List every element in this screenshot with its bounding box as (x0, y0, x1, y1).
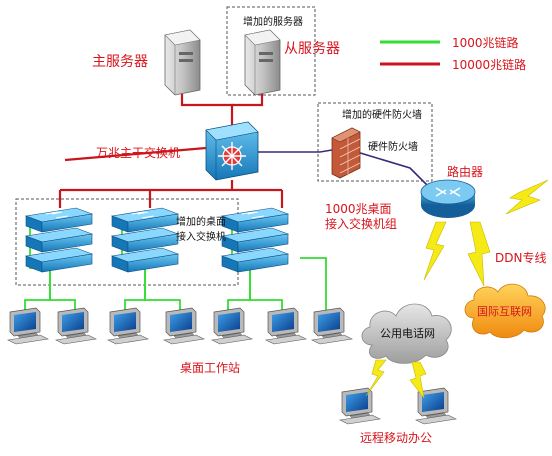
firewall-links (258, 149, 431, 189)
bolt-router-internet (467, 221, 491, 287)
link-firewall-router (356, 151, 431, 189)
added-server-label: 增加的服务器 (243, 15, 303, 28)
main-server-icon (164, 29, 201, 96)
link-slave-server-core (232, 90, 264, 107)
pstn-cloud-icon (361, 303, 452, 364)
access-switch-icon (220, 227, 290, 253)
added-access-switch-label-1: 增加的桌面 (176, 215, 226, 228)
link-ws5 (227, 268, 251, 310)
remote-workstation-icon (415, 387, 457, 425)
internet-cloud-icon (464, 283, 546, 339)
desktop-workstation-icon (311, 307, 353, 345)
slave-server-label: 从服务器 (284, 41, 340, 57)
legend-label-gig: 1000兆链路 (452, 35, 519, 50)
link-ws2 (49, 268, 76, 310)
legend-label-tengig: 10000兆链路 (452, 57, 526, 72)
added-access-switch-label-2: 接入交换机 (176, 230, 226, 243)
workstation-group (7, 307, 457, 425)
legend: 1000兆链路 10000兆链路 (380, 35, 526, 72)
link-ws4 (144, 268, 181, 310)
ddn-label: DDN专线 (495, 250, 546, 265)
bolt-pstn-remote1 (365, 359, 387, 397)
link-main-server-core (180, 90, 234, 126)
bolt-ddn (505, 179, 549, 215)
core-switch-icon (205, 121, 259, 181)
bolt-router-pstn (423, 221, 447, 281)
link-ws6 (249, 268, 283, 310)
remote-office-label: 远程移动办公 (360, 430, 432, 445)
core-label-leader (64, 146, 207, 162)
firewall-label: 硬件防火墙 (368, 140, 418, 153)
access-switch-icon (220, 207, 290, 233)
desktop-workstation-icon (107, 307, 149, 345)
access-switch-stacks (24, 207, 290, 273)
main-server-label: 主服务器 (92, 54, 148, 70)
lightning-bolts (365, 179, 549, 399)
access-switch-stack-1 (24, 207, 94, 273)
access-switch-icon (110, 227, 180, 253)
link-ws3 (124, 268, 146, 310)
internet-label: 国际互联网 (477, 305, 532, 318)
core-switch-label: 万兆主干交换机 (96, 145, 180, 160)
tengig-links (58, 90, 284, 208)
gig-access-label-1: 1000兆桌面 (325, 202, 392, 216)
access-switch-icon (24, 247, 94, 273)
desktop-workstation-icon (7, 307, 49, 345)
firewall-icon (331, 127, 361, 179)
link-ws7 (300, 257, 327, 310)
access-switch-icon (110, 207, 180, 233)
remote-workstation-icon (339, 387, 381, 425)
desktop-workstation-icon (265, 307, 307, 345)
workstations-label: 桌面工作站 (180, 361, 240, 375)
slave-server-icon (244, 29, 281, 96)
router-icon (420, 179, 476, 218)
added-firewall-label: 增加的硬件防火墙 (342, 108, 422, 121)
desktop-workstation-icon (211, 307, 253, 345)
desktop-workstation-icon (163, 307, 205, 345)
added-firewall-group-box (317, 102, 433, 182)
access-switch-icon (24, 227, 94, 253)
link-core-firewall (258, 149, 333, 153)
gig-access-label-2: 接入交换机组 (325, 216, 397, 231)
pstn-label: 公用电话网 (380, 327, 435, 340)
link-ws1 (24, 268, 51, 310)
router-label: 路由器 (447, 164, 483, 179)
access-switch-stack-2 (110, 207, 180, 273)
access-switch-stack-3 (220, 207, 290, 273)
added-server-group-box (226, 6, 316, 96)
access-switch-icon (110, 247, 180, 273)
access-switch-icon (24, 207, 94, 233)
access-switch-icon (220, 247, 290, 273)
bolt-pstn-remote2 (409, 361, 427, 399)
desktop-workstation-icon (55, 307, 97, 345)
